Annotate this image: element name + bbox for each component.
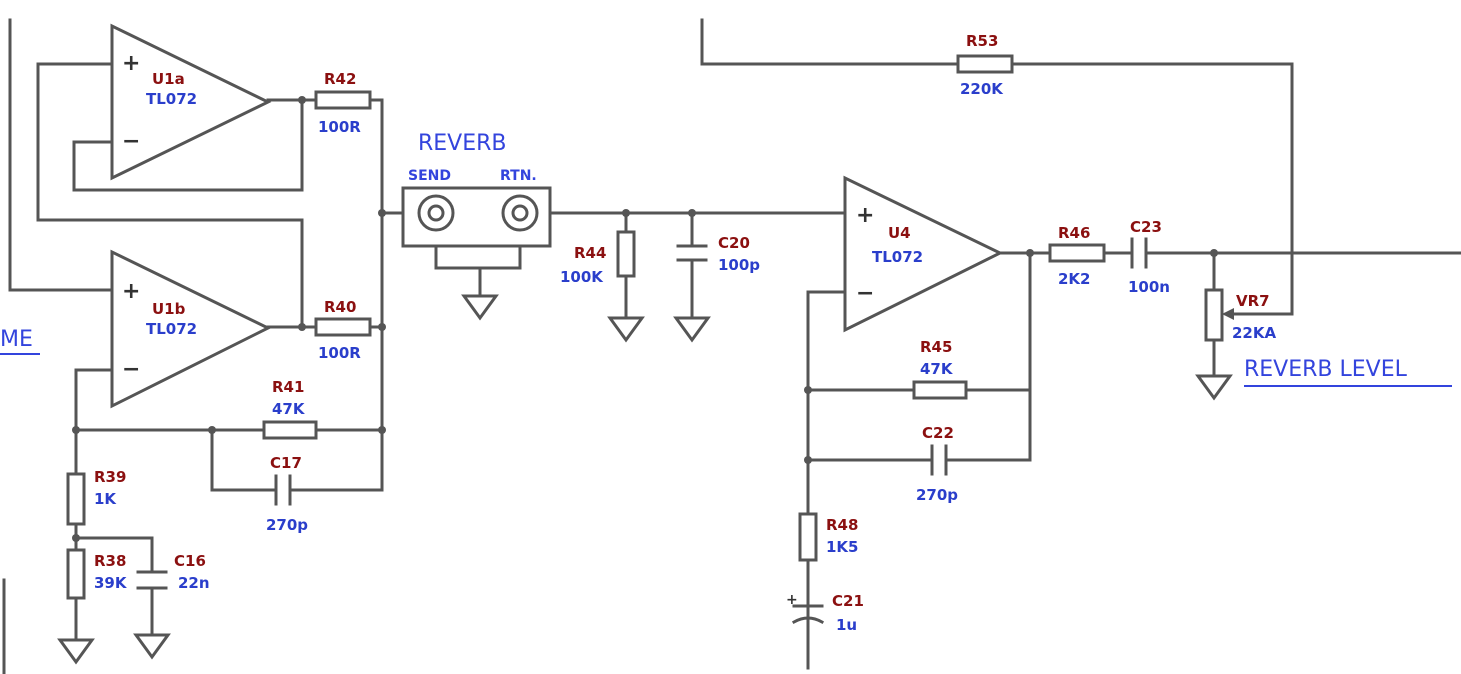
r40-ref: R40 bbox=[324, 298, 356, 316]
r39-value: 1K bbox=[94, 490, 117, 508]
ground-symbol bbox=[607, 316, 645, 343]
capacitor-c20: C20 100p bbox=[676, 234, 760, 274]
ground-symbol bbox=[133, 633, 171, 660]
r41-value: 47K bbox=[272, 400, 306, 418]
r42-value: 100R bbox=[318, 118, 361, 136]
c21-value: 1u bbox=[836, 616, 857, 634]
minus-sign: − bbox=[122, 129, 140, 154]
capacitor-c23: C23 100n bbox=[1128, 218, 1170, 296]
r42-ref: R42 bbox=[324, 70, 356, 88]
r53-value: 220K bbox=[960, 80, 1004, 98]
c23-value: 100n bbox=[1128, 278, 1170, 296]
u4-part: TL072 bbox=[872, 248, 923, 266]
net-labels: REVERB LEVEL ME bbox=[0, 327, 1452, 387]
r46-ref: R46 bbox=[1058, 224, 1090, 242]
u1b-ref: U1b bbox=[152, 300, 186, 318]
capacitor-c16: C16 22n bbox=[136, 552, 210, 592]
send-label: SEND bbox=[408, 168, 451, 184]
u1a-part: TL072 bbox=[146, 90, 197, 108]
potentiometer-vr7: VR7 22KA bbox=[1204, 288, 1276, 342]
resistor-r41: R41 47K bbox=[262, 378, 318, 440]
c17-value: 270p bbox=[266, 516, 308, 534]
ground-symbol bbox=[57, 638, 95, 665]
r44-value: 100K bbox=[560, 268, 604, 286]
reverb-title: REVERB bbox=[418, 131, 507, 156]
r48-value: 1K5 bbox=[826, 538, 859, 556]
capacitor-c22: C22 270p bbox=[916, 424, 958, 504]
plus-sign: + bbox=[122, 279, 140, 304]
u4-ref: U4 bbox=[888, 224, 911, 242]
u1a-ref: U1a bbox=[152, 70, 185, 88]
minus-sign: − bbox=[122, 357, 140, 382]
opamp-u4: + − U4 TL072 bbox=[843, 175, 1004, 333]
resistor-r53: R53 220K bbox=[956, 32, 1014, 98]
opamp-u1b: + − U1b TL072 bbox=[110, 249, 272, 409]
c17-ref: C17 bbox=[270, 454, 302, 472]
opamp-u1a: + − U1a TL072 bbox=[110, 23, 272, 181]
r45-ref: R45 bbox=[920, 338, 952, 356]
ground-symbol bbox=[673, 316, 711, 343]
reverb-jacks: REVERB SEND RTN. bbox=[401, 131, 552, 248]
ground-symbol bbox=[461, 294, 499, 321]
c22-ref: C22 bbox=[922, 424, 954, 442]
c20-ref: C20 bbox=[718, 234, 750, 252]
r44-ref: R44 bbox=[574, 244, 606, 262]
c23-ref: C23 bbox=[1130, 218, 1162, 236]
ground-symbol bbox=[1195, 374, 1233, 401]
c16-ref: C16 bbox=[174, 552, 206, 570]
resistor-r45: R45 47K bbox=[912, 338, 968, 400]
r38-ref: R38 bbox=[94, 552, 126, 570]
resistor-r40: R40 100R bbox=[314, 298, 372, 362]
r46-value: 2K2 bbox=[1058, 270, 1091, 288]
resistor-r42: R42 100R bbox=[314, 70, 372, 136]
r41-ref: R41 bbox=[272, 378, 304, 396]
r38-value: 39K bbox=[94, 574, 128, 592]
r40-value: 100R bbox=[318, 344, 361, 362]
r45-value: 47K bbox=[920, 360, 954, 378]
volume-label-partial: ME bbox=[0, 327, 33, 352]
minus-sign: − bbox=[856, 281, 874, 306]
rtn-label: RTN. bbox=[500, 168, 537, 184]
c22-value: 270p bbox=[916, 486, 958, 504]
c20-value: 100p bbox=[718, 256, 760, 274]
c16-value: 22n bbox=[178, 574, 210, 592]
junctions bbox=[72, 96, 1218, 542]
ground-symbols bbox=[57, 294, 1233, 665]
r48-ref: R48 bbox=[826, 516, 858, 534]
c21-ref: C21 bbox=[832, 592, 864, 610]
vr7-ref: VR7 bbox=[1236, 292, 1270, 310]
resistor-r48: R48 1K5 bbox=[798, 512, 859, 562]
resistor-r39: R39 1K bbox=[66, 468, 126, 526]
plus-sign: + bbox=[122, 51, 140, 76]
polarity-plus: + bbox=[786, 592, 798, 608]
reverb-level-label: REVERB LEVEL bbox=[1244, 357, 1408, 382]
capacitor-c21: + C21 1u bbox=[786, 558, 864, 670]
plus-sign: + bbox=[856, 203, 874, 228]
r39-ref: R39 bbox=[94, 468, 126, 486]
wires bbox=[8, 18, 1461, 670]
resistor-r38: R38 39K bbox=[66, 548, 128, 600]
resistor-r46: R46 2K2 bbox=[1048, 224, 1106, 288]
resistor-r44: R44 100K bbox=[560, 230, 636, 286]
vr7-value: 22KA bbox=[1232, 324, 1276, 342]
capacitor-c17: C17 270p bbox=[266, 454, 308, 534]
r53-ref: R53 bbox=[966, 32, 998, 50]
u1b-part: TL072 bbox=[146, 320, 197, 338]
